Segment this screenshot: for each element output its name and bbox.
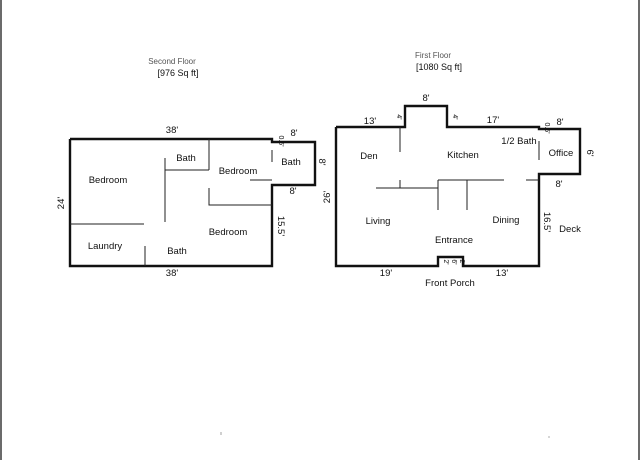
room-label-living: Living: [366, 216, 391, 227]
room-label-bedroom-bottom: Bedroom: [209, 227, 248, 238]
dimension-label: 19': [380, 268, 393, 279]
room-label-bath-top: Bath: [176, 153, 196, 164]
first-floor-outer-wall: [334, 104, 582, 268]
dimension-label: 8': [422, 93, 429, 104]
first-floor-plan: First Floor [1080 Sq ft] Den Kitchen 1/2…: [322, 51, 595, 289]
room-label-deck: Deck: [559, 224, 581, 235]
room-label-bath-bottom: Bath: [167, 246, 187, 257]
dimension-label: 6': [450, 259, 457, 264]
second-floor-area: [976 Sq ft]: [157, 68, 198, 78]
room-label-kitchen: Kitchen: [447, 150, 479, 161]
dimension-label: 4': [395, 114, 402, 119]
room-label-entrance: Entrance: [435, 235, 473, 246]
room-label-bath-right: Bath: [281, 157, 301, 168]
dimension-label: 16.5': [541, 212, 552, 232]
dimension-label: 6': [584, 149, 595, 156]
dimension-label: 13': [364, 116, 377, 127]
room-label-laundry: Laundry: [88, 241, 123, 252]
room-label-den: Den: [360, 151, 377, 162]
second-floor-outer-wall: [68, 137, 317, 268]
dimension-label: 4': [451, 114, 458, 119]
room-label-bedroom-left: Bedroom: [89, 175, 128, 186]
dimension-label: 0.5': [277, 135, 284, 146]
room-label-office: Office: [549, 148, 574, 159]
dimension-label: 2': [458, 259, 465, 264]
first-floor-interior-walls: [376, 127, 540, 210]
second-floor-plan: Second Floor [976 Sq ft] Bedroom Bath Be…: [56, 57, 327, 279]
room-label-bedroom-mid: Bedroom: [219, 166, 258, 177]
room-label-dining: Dining: [493, 215, 520, 226]
dimension-label: 17': [487, 115, 500, 126]
dimension-label: 2': [442, 259, 449, 264]
second-floor-title: Second Floor: [148, 57, 196, 66]
dimension-label: 13': [496, 268, 509, 279]
second-floor-interior-walls: [70, 139, 273, 266]
room-label-half-bath: 1/2 Bath: [501, 136, 536, 147]
dimension-label: 8': [290, 128, 297, 139]
dimension-label: 38': [166, 125, 179, 136]
dimension-label: 8': [316, 158, 327, 165]
first-floor-area: [1080 Sq ft]: [416, 62, 462, 72]
speck-mark: [220, 432, 222, 435]
dimension-label: 26': [322, 191, 333, 204]
scan-specks: [220, 432, 550, 438]
dimension-label: 38': [166, 268, 179, 279]
dimension-label: 8': [289, 186, 296, 197]
dimension-label: 24': [56, 197, 67, 210]
room-label-front-porch: Front Porch: [425, 278, 475, 289]
dimension-label: 0.5': [543, 122, 550, 133]
dimension-label: 8': [556, 117, 563, 128]
first-floor-title: First Floor: [415, 51, 451, 60]
dimension-label: 15.5': [275, 216, 286, 236]
dimension-label: 8': [555, 179, 562, 190]
speck-mark: [548, 436, 550, 438]
